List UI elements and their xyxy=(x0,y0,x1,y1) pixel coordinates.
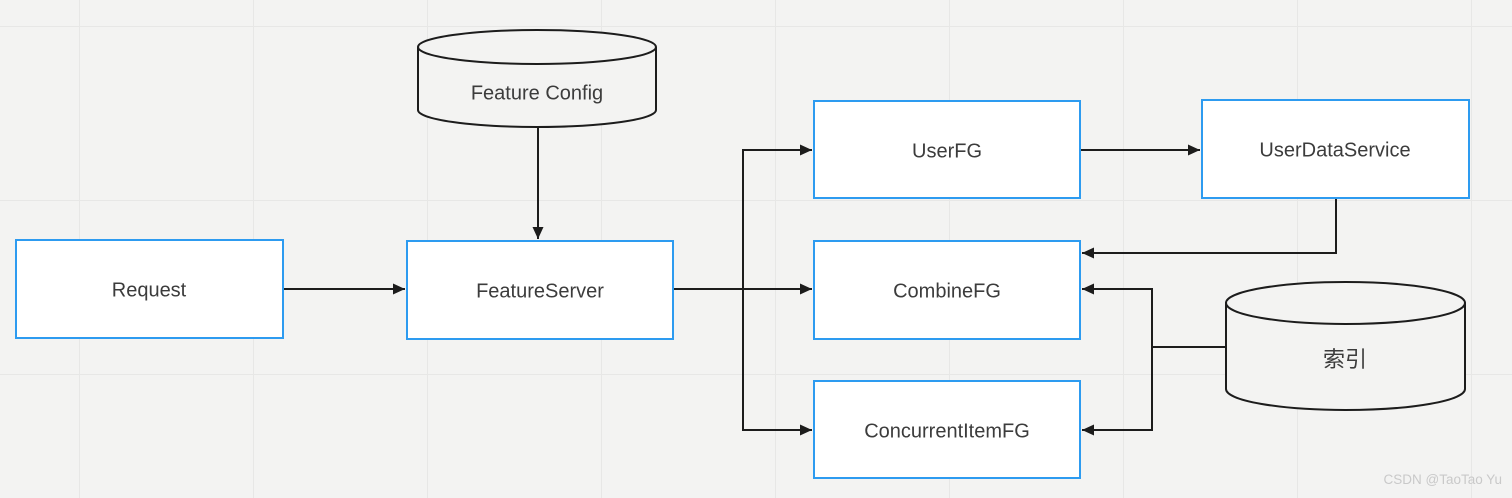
request-box xyxy=(15,239,284,339)
concurrent-item-fg-label: ConcurrentItemFG xyxy=(864,420,1030,442)
node-request: Request xyxy=(15,239,284,339)
user-data-service-label: UserDataService xyxy=(1259,139,1410,161)
node-feature-config: Feature Config xyxy=(417,29,657,128)
edge-featureserver-to-userfg xyxy=(742,144,812,289)
node-user-data-service: UserDataService xyxy=(1201,99,1470,199)
node-index-db: 索引 xyxy=(1225,281,1466,411)
concurrent-item-fg-box xyxy=(813,380,1081,479)
node-feature-server: FeatureServer xyxy=(406,240,674,340)
edge-indexdb-to-combinefg xyxy=(1082,283,1153,347)
user-fg-label: UserFG xyxy=(912,140,982,162)
index-db-cylinder-rim xyxy=(1225,302,1466,325)
edge-featureserver-to-concurrentitemfg xyxy=(742,289,812,436)
request-label: Request xyxy=(112,279,187,301)
combine-fg-box xyxy=(813,240,1081,340)
index-db-label: 索引 xyxy=(1323,347,1367,372)
watermark-text: CSDN @TaoTao Yu xyxy=(1383,472,1502,487)
node-combine-fg: CombineFG xyxy=(813,240,1081,340)
feature-config-cylinder-rim xyxy=(417,46,657,65)
node-user-fg: UserFG xyxy=(813,100,1081,199)
feature-server-label: FeatureServer xyxy=(476,280,604,302)
user-data-service-box xyxy=(1201,99,1470,199)
feature-config-label: Feature Config xyxy=(471,82,603,104)
user-fg-box xyxy=(813,100,1081,199)
combine-fg-label: CombineFG xyxy=(893,280,1001,302)
edge-indexdb-to-concurrentitemfg xyxy=(1082,347,1153,436)
edges xyxy=(283,127,1337,436)
feature-config-cylinder-body xyxy=(417,29,657,128)
feature-server-box xyxy=(406,240,674,340)
node-concurrent-item-fg: ConcurrentItemFG xyxy=(813,380,1081,479)
edge-userdataservice-to-combinefg xyxy=(1082,198,1337,259)
